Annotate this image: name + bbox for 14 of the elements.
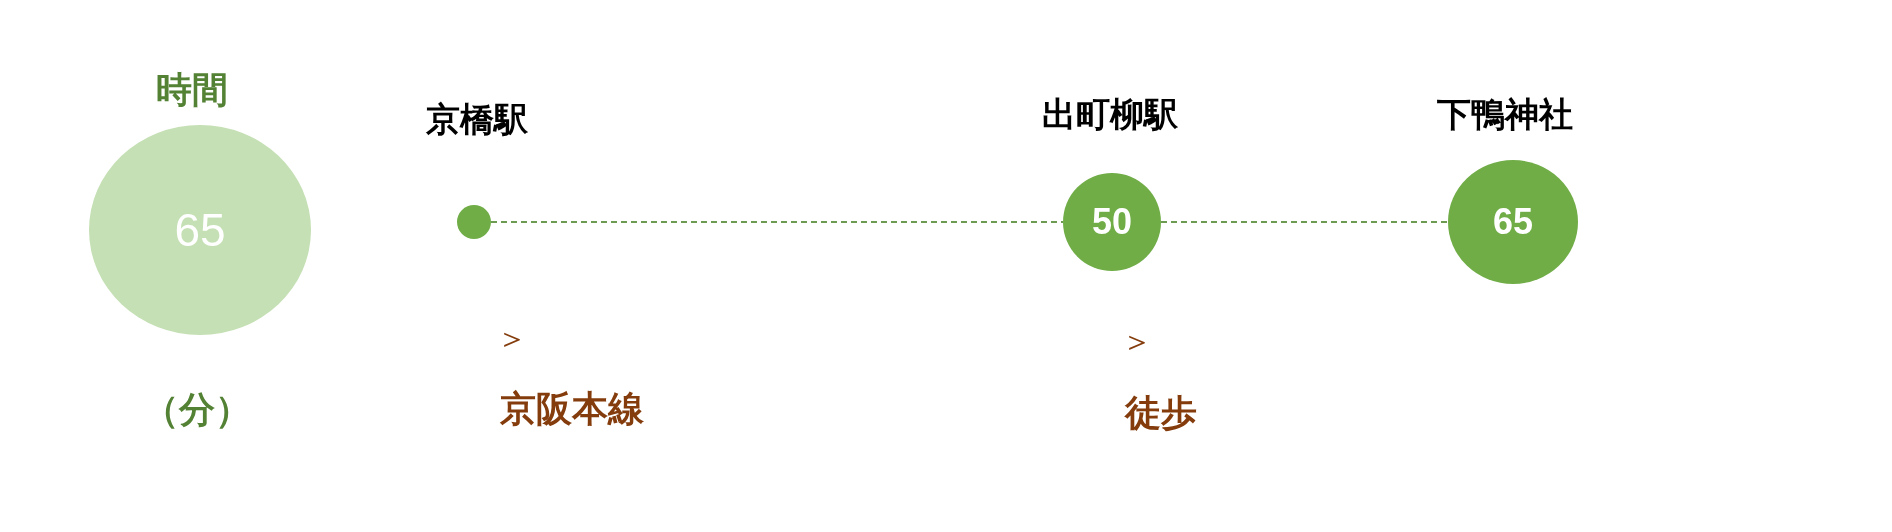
station-name: 下鴨神社 [1437, 97, 1573, 131]
route-label: 徒歩 [1125, 395, 1197, 431]
time-legend-circle: 65 [89, 125, 311, 335]
direction-arrow: ＞ [1121, 325, 1153, 357]
station-name: 京橋駅 [426, 102, 528, 136]
time-circle: 50 [1063, 173, 1161, 271]
time-circle: 65 [1448, 160, 1578, 284]
legend-heading: 時間 [156, 72, 228, 108]
station-name: 出町柳駅 [1042, 97, 1178, 131]
route-label: 京阪本線 [500, 391, 644, 427]
route-line [1160, 221, 1449, 223]
direction-arrow: ＞ [496, 322, 528, 354]
unit-label: （分） [143, 392, 251, 428]
route-line [490, 221, 1064, 223]
